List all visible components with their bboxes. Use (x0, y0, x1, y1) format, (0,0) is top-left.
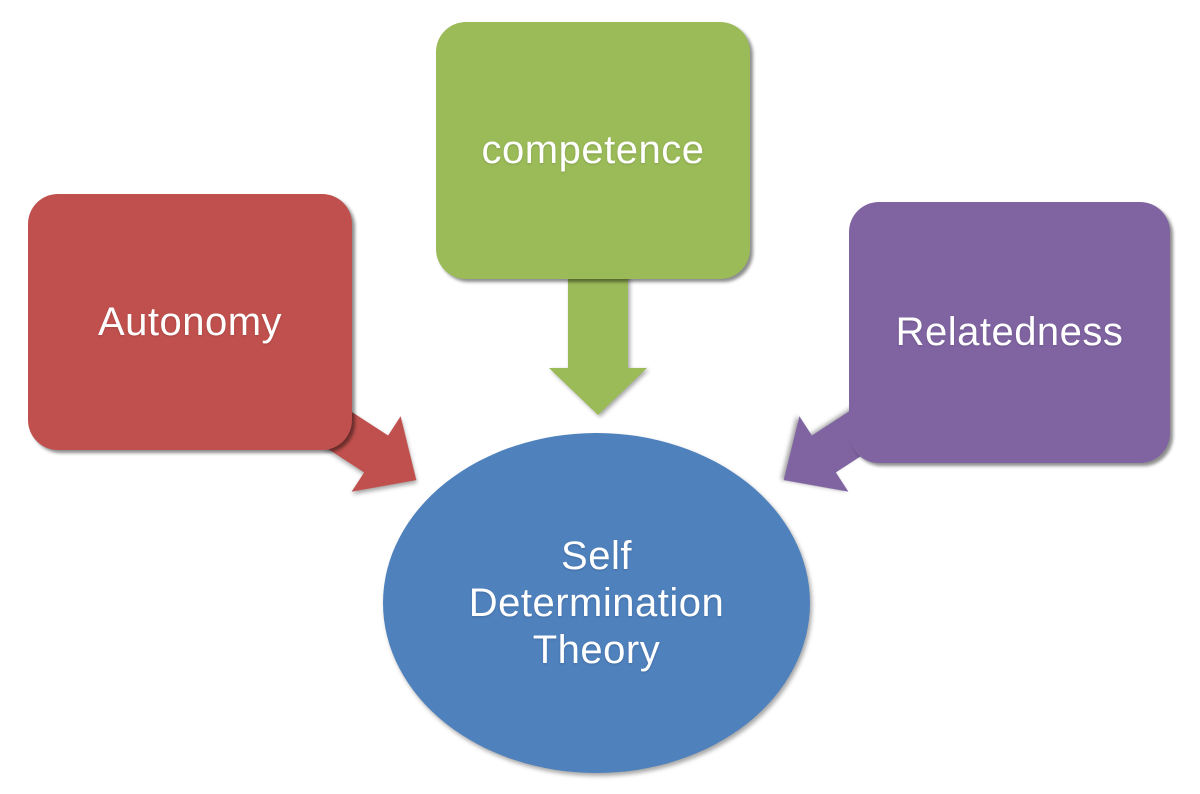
center-label-line-3: Theory (532, 627, 661, 672)
relatedness-box: Relatedness (849, 202, 1170, 463)
autonomy-label: Autonomy (97, 299, 283, 344)
competence-box: competence (436, 22, 750, 279)
autonomy-box: Autonomy (28, 194, 352, 450)
competence-arrow (549, 268, 647, 415)
center-ellipse: Self Determination Theory (383, 433, 810, 773)
center-label-line-1: Self (561, 533, 632, 578)
relatedness-label: Relatedness (895, 310, 1124, 354)
center-label-line-2: Determination (468, 580, 725, 625)
competence-label: competence (481, 128, 705, 172)
